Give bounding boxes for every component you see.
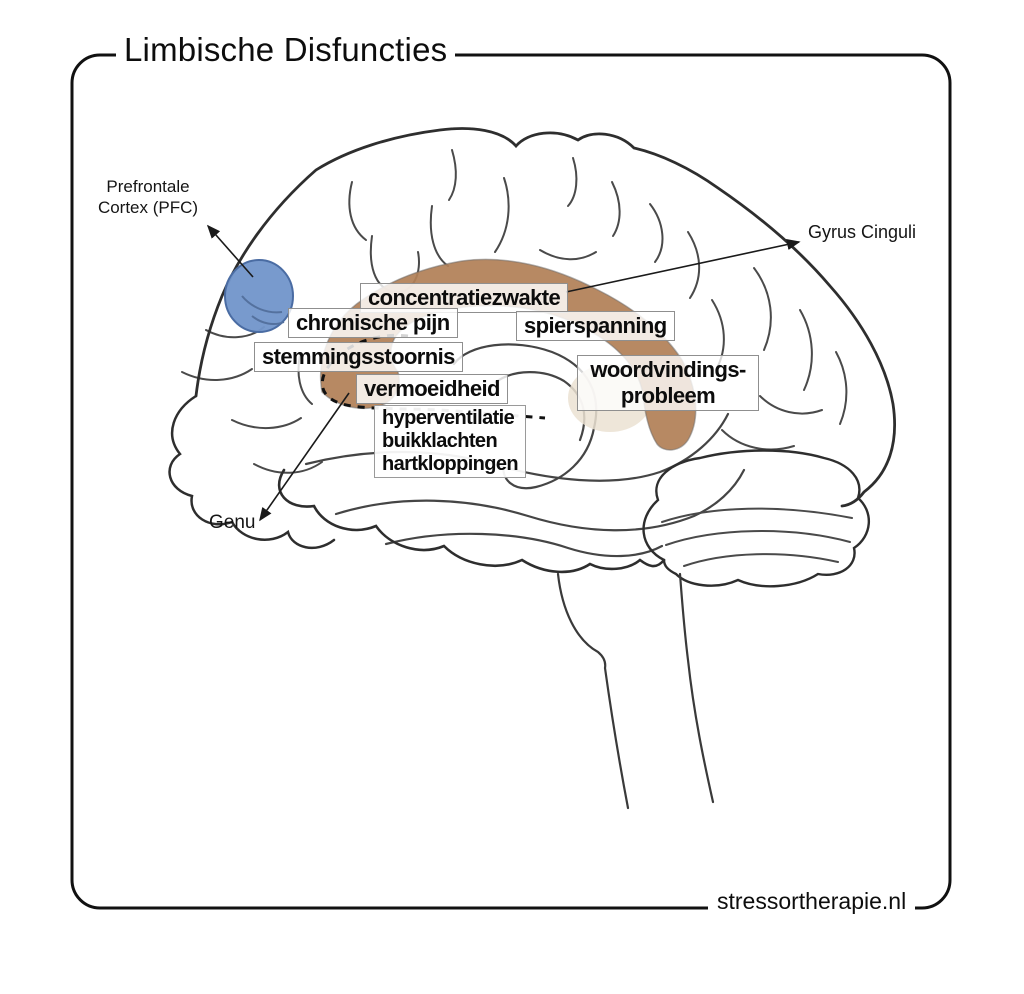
orbital-gyri-outline: [168, 394, 336, 549]
autonoom-line3: hartkloppingen: [382, 453, 519, 475]
symptom-woordvindingsprobleem: woordvindings- probleem: [577, 355, 759, 411]
brainstem: [556, 572, 715, 810]
gyrus-cinguli-label: Gyrus Cinguli: [808, 222, 917, 242]
pfc-arrow: [206, 224, 254, 278]
site-credit: stressortherapie.nl: [708, 886, 916, 916]
symptom-vermoeidheid: vermoeidheid: [356, 374, 508, 404]
symptom-chronische-pijn: chronische pijn: [288, 308, 458, 338]
pfc-label-line2: Cortex (PFC): [97, 198, 199, 217]
genu-arrow: [259, 392, 350, 522]
annotation-arrows: [206, 224, 801, 522]
frame-border: [70, 53, 952, 910]
symptom-stemmingsstoornis: stemmingsstoornis: [254, 342, 463, 372]
cerebellum-outline: [642, 449, 871, 588]
pfc-label-line1: Prefrontale: [106, 177, 190, 196]
cerebellum: [642, 449, 871, 588]
woordvindings-line1: woordvindings-: [590, 357, 746, 382]
temporal-lobe-outline: [277, 468, 666, 574]
woordvindings-line2: probleem: [620, 383, 716, 408]
autonoom-line1: hyperventilatie: [382, 407, 515, 429]
pfc-region-marker: [224, 259, 294, 333]
page-title: Limbische Disfuncties: [116, 30, 456, 70]
gyrus-cinguli-arrow: [565, 239, 801, 293]
symptom-autonome-klachten: hyperventilatie buikklachten hartkloppin…: [374, 405, 527, 478]
genu-label: Genu: [209, 512, 256, 533]
cerebrum-outline: [194, 127, 897, 508]
autonoom-line2: buikklachten: [382, 430, 498, 452]
symptom-spierspanning: spierspanning: [516, 311, 675, 341]
cerebellum-stripes: [661, 507, 853, 567]
pfc-label: Prefrontale Cortex (PFC): [90, 176, 206, 218]
